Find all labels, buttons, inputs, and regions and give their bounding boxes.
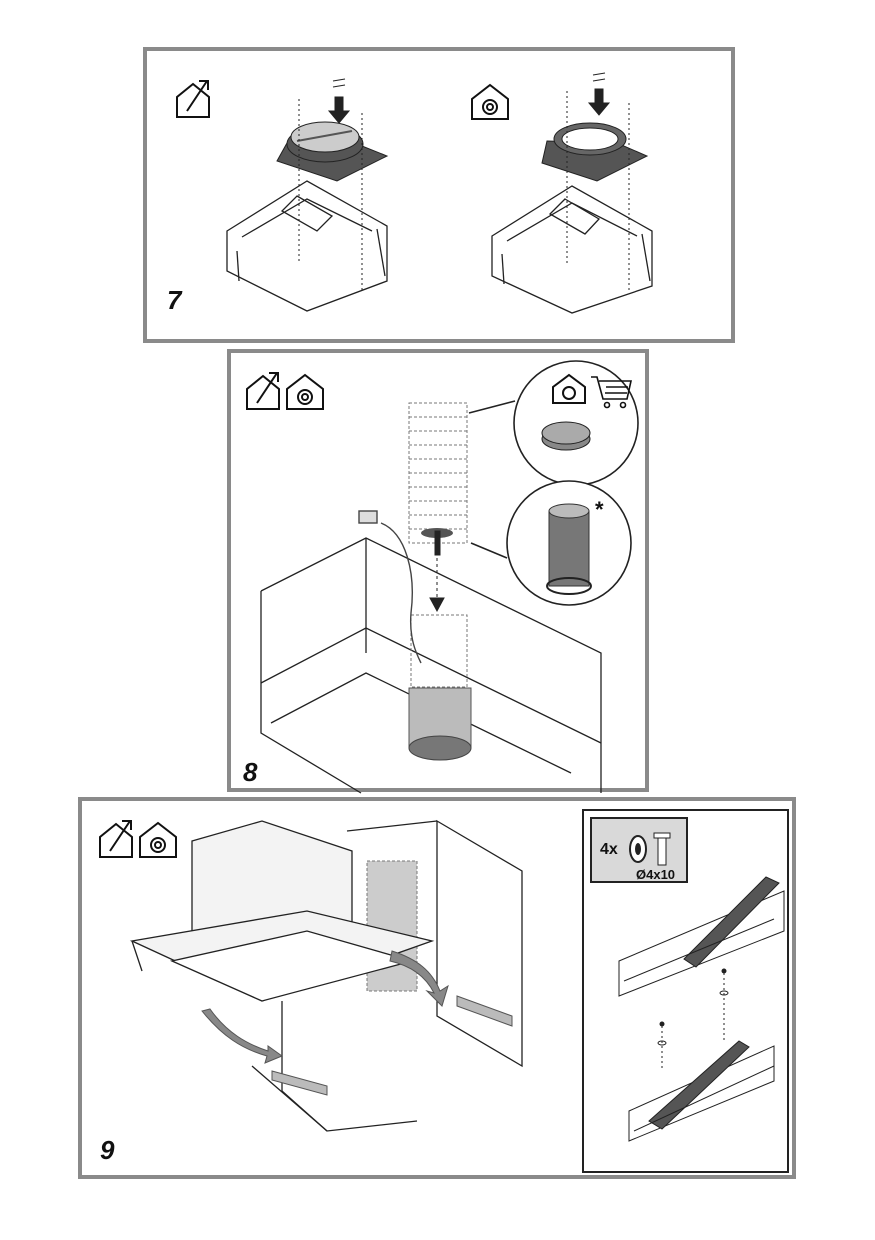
hardware-kit-box: 4x Ø4x10 (590, 817, 688, 883)
bracket-upper (618, 876, 785, 997)
bracket-detail-panel: 4x Ø4x10 (582, 809, 789, 1173)
step-number: 8 (243, 757, 258, 787)
extraction-mode-icon (176, 80, 210, 118)
carbon-filter (541, 421, 591, 451)
wall-cabinet (251, 819, 523, 1132)
shopping-cart-icon (591, 376, 632, 409)
step-7-panel: 7 (143, 47, 735, 343)
cabinet (260, 537, 602, 794)
washer-screw-icon (629, 832, 671, 866)
power-cord (358, 510, 422, 664)
bracket-lower (628, 1040, 775, 1142)
extraction-mode-icon (246, 372, 280, 410)
arrow-down-right (587, 72, 611, 116)
hood-unit-left (226, 180, 388, 312)
kit-quantity: 4x (600, 841, 618, 858)
recirculation-mode-icon (286, 373, 324, 410)
step-number: 7 (167, 285, 182, 315)
recirculation-mode-icon (552, 373, 586, 404)
recirculation-mode-icon (471, 83, 509, 120)
swing-arrows (201, 950, 449, 1064)
screw-size-label: Ø4x10 (636, 867, 676, 882)
insertion-arrow (429, 530, 445, 613)
step-8-illustration (246, 360, 639, 794)
bracket-detail-illustration (618, 876, 785, 1142)
flexible-duct-lower (408, 614, 472, 761)
recirculation-mode-icon (139, 821, 177, 858)
extraction-mode-icon (99, 820, 133, 858)
hood-body (129, 820, 435, 1002)
callout-asterisk: * (595, 497, 604, 522)
hood-unit-right (491, 185, 653, 314)
step-7-illustration (176, 72, 653, 314)
step-9-panel: 9 4x (78, 797, 796, 1179)
duct-with-clamp (546, 503, 592, 595)
flexible-duct-upper (408, 402, 468, 544)
step-9-illustration (99, 819, 523, 1132)
callout-filter (468, 360, 639, 486)
screws (661, 973, 725, 1071)
mounting-brackets (271, 995, 513, 1096)
duct-collar-right (541, 122, 649, 182)
arrow-down-left (327, 78, 351, 124)
filter-ring-left (276, 121, 389, 182)
step-number: 9 (100, 1135, 115, 1165)
step-8-panel: * 8 (227, 349, 649, 794)
